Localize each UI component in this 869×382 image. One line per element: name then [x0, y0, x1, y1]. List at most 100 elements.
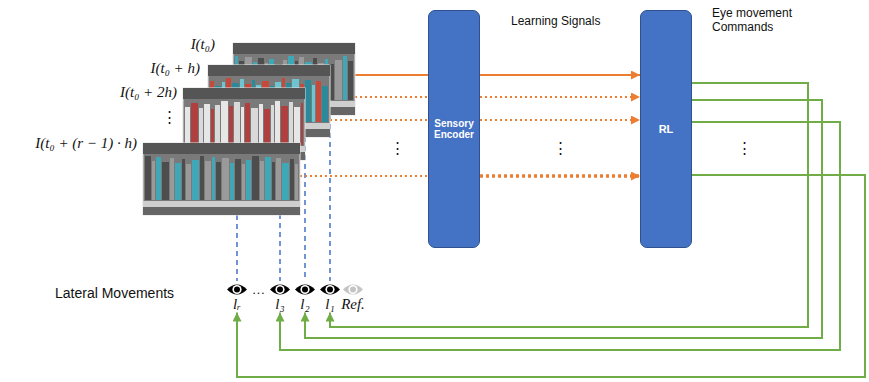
- book-spine: [265, 157, 271, 200]
- view-line: [329, 115, 331, 281]
- ellipsis-mark: …: [252, 282, 265, 298]
- shelf-board: [143, 201, 300, 207]
- eye-pupil: [302, 287, 308, 293]
- image-background: [143, 143, 300, 215]
- book-spine: [211, 109, 214, 145]
- eye-iris: [325, 285, 334, 294]
- book-spine: [145, 156, 151, 200]
- signal-arrow: [480, 96, 640, 98]
- signal-label: Learning Signals: [511, 14, 600, 28]
- eye-label: lᵣ: [233, 296, 241, 313]
- command-arrow: [305, 100, 822, 338]
- input-line: [300, 175, 428, 177]
- book-spine: [348, 61, 353, 100]
- book-spine: [259, 104, 263, 145]
- shelf-top: [183, 88, 305, 99]
- book-spine: [222, 158, 229, 200]
- command-arrow: [330, 83, 808, 327]
- book-spine: [305, 80, 311, 122]
- book-spine: [235, 159, 241, 200]
- eye-pupil: [327, 287, 333, 293]
- book-spine: [221, 101, 228, 145]
- book-spine: [182, 159, 185, 200]
- book-spine: [216, 162, 221, 200]
- command-label: Eye movement Commands: [712, 6, 807, 35]
- book-spine: [281, 106, 288, 145]
- book-spine: [185, 107, 190, 145]
- eye-icon: [294, 283, 316, 296]
- frame-label: I(t₀ + (r − 1) · h): [35, 134, 137, 152]
- book-spine: [290, 159, 294, 200]
- signal-arrow: [480, 174, 640, 178]
- book-spine: [241, 107, 244, 145]
- eye-shape: [227, 285, 247, 295]
- book-spine: [170, 158, 174, 200]
- book-spine: [282, 163, 289, 200]
- book-spine: [275, 101, 280, 145]
- view-line: [236, 215, 238, 281]
- book-spine: [322, 86, 328, 122]
- ellipsis-mark: ⋮: [390, 139, 405, 157]
- book-spine: [264, 109, 270, 145]
- eye-node: l₁: [319, 283, 341, 313]
- eye-shape: [320, 285, 340, 295]
- eye-icon: [319, 283, 341, 296]
- eye-node: l₃: [269, 283, 291, 313]
- shelf-top: [208, 65, 330, 76]
- eye-node: l₂: [294, 283, 316, 313]
- book-spine: [271, 105, 274, 145]
- axis-label: Lateral Movements: [55, 285, 174, 302]
- frame-label: I(t₀): [191, 35, 215, 53]
- book-spine: [204, 104, 210, 145]
- box-title: RL: [659, 123, 674, 136]
- book-spine: [312, 85, 315, 122]
- book-spine: [294, 107, 300, 145]
- eye-pupil: [234, 287, 240, 293]
- eye-icon: [342, 283, 364, 296]
- book-spine: [295, 164, 298, 200]
- eye-node: lᵣ: [226, 283, 248, 313]
- book-spine: [260, 161, 264, 200]
- book-spine: [162, 162, 169, 200]
- ellipsis-mark: ⋮: [737, 139, 752, 157]
- frame-label: I(t₀ + 2h): [120, 83, 177, 101]
- signal-arrow: [480, 74, 640, 76]
- eye-iris: [348, 285, 357, 294]
- rl-box: RL: [640, 10, 692, 248]
- book-spine: [230, 163, 234, 200]
- book-spine: [200, 156, 204, 200]
- book-spine: [191, 103, 198, 145]
- book-spine: [192, 160, 199, 200]
- book-spine: [316, 81, 321, 122]
- image-frame: [143, 143, 300, 215]
- eye-label: l₁: [325, 296, 334, 313]
- book-spine: [205, 161, 211, 200]
- book-spine: [252, 156, 259, 200]
- eye-shape: [343, 285, 363, 295]
- eye-label: Ref.: [341, 296, 365, 313]
- command-arrow: [237, 175, 865, 377]
- book-spine: [229, 106, 233, 145]
- book-spine: [301, 103, 303, 145]
- image-stack: [143, 43, 355, 215]
- eye-pupil: [277, 287, 283, 293]
- book-spine: [152, 161, 155, 200]
- shelf-top: [233, 43, 355, 54]
- book-spine: [175, 163, 181, 200]
- eye-icon: [226, 283, 248, 296]
- book-spine: [242, 164, 245, 200]
- encoder-box: Sensory Encoder: [428, 10, 480, 248]
- frame-label: I(t₀ + h): [151, 59, 201, 77]
- book-spine: [343, 56, 347, 100]
- book-spine: [289, 102, 293, 145]
- book-spine: [234, 102, 240, 145]
- command-arrow: [280, 122, 840, 350]
- eye-icon: [269, 283, 291, 296]
- ellipsis-mark: ⋮: [162, 108, 177, 126]
- book-spine: [245, 103, 250, 145]
- book-spine: [272, 162, 275, 200]
- shelf-top: [143, 143, 300, 154]
- book-spine: [335, 60, 342, 100]
- book-spine: [246, 160, 251, 200]
